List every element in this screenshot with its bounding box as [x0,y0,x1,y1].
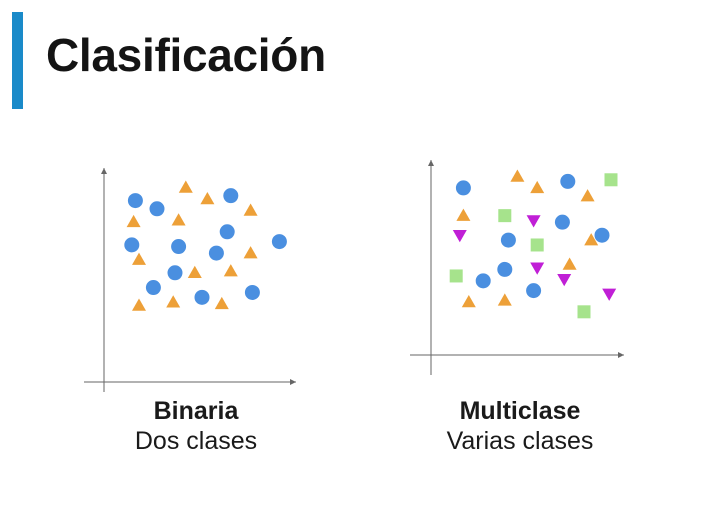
triangle-point-14 [461,295,476,308]
triangle-point-12 [178,180,193,193]
triangle-point-21 [132,298,146,311]
circle-point-0 [127,193,143,209]
circle-point-4 [594,227,610,243]
square-point-20 [577,305,591,319]
circle-point-1 [149,201,165,217]
multiclass-scatter-plot [410,160,624,375]
circle-point-1 [560,173,576,189]
triangle-point-10 [580,189,595,202]
circle-point-7 [208,245,224,261]
x-axis-arrow-icon [618,352,624,358]
square-point-17 [498,209,512,223]
triangle-point-15 [126,214,141,228]
circle-point-8 [167,265,183,281]
triangle-point-17 [243,246,258,259]
circle-point-4 [271,234,287,250]
circle-point-5 [497,261,513,277]
square-point-16 [604,173,618,187]
circle-point-9 [145,280,161,296]
square-point-19 [449,269,463,283]
square-point-18 [530,238,544,252]
triangle-point-14 [243,203,258,216]
triangle-point-8 [510,169,525,182]
binary-caption: Binaria Dos clases [96,396,296,456]
y-axis-arrow-icon [428,160,434,166]
triangle-point-12 [584,233,599,246]
inverted-triangle-point-22 [452,229,467,243]
binary-sublabel: Dos clases [134,427,258,455]
circle-point-3 [219,224,235,240]
triangle-point-19 [187,265,202,279]
y-axis-arrow-icon [101,168,107,174]
slide-title: Clasificación [46,29,326,81]
triangle-point-9 [530,180,545,194]
circle-point-7 [526,283,542,299]
circle-point-2 [223,188,239,204]
triangle-point-16 [171,213,186,226]
inverted-triangle-point-25 [602,288,617,301]
multiclass-sublabel: Varias clases [446,427,594,455]
circle-point-0 [455,180,471,196]
circle-point-2 [554,214,570,230]
circle-point-6 [171,239,187,255]
circle-point-5 [124,237,140,253]
triangle-point-18 [132,252,146,265]
circle-point-11 [244,284,260,300]
triangle-point-15 [497,293,512,306]
binary-scatter-plot [84,168,296,392]
inverted-triangle-point-24 [557,273,572,287]
triangle-point-13 [200,191,215,205]
circle-point-3 [500,232,516,248]
triangle-point-11 [456,208,471,221]
circle-point-10 [194,289,210,305]
triangle-point-13 [562,257,577,270]
triangle-point-20 [223,264,238,277]
multiclass-caption: Multiclase Varias clases [420,396,620,456]
binary-label: Binaria [153,397,239,425]
x-axis-arrow-icon [290,379,296,385]
circle-point-6 [475,273,491,289]
inverted-triangle-point-23 [530,262,545,275]
triangle-point-22 [166,295,181,308]
title-accent-bar [12,12,23,109]
triangle-point-23 [214,296,229,310]
multiclass-label: Multiclase [459,397,581,425]
inverted-triangle-point-21 [526,215,541,228]
